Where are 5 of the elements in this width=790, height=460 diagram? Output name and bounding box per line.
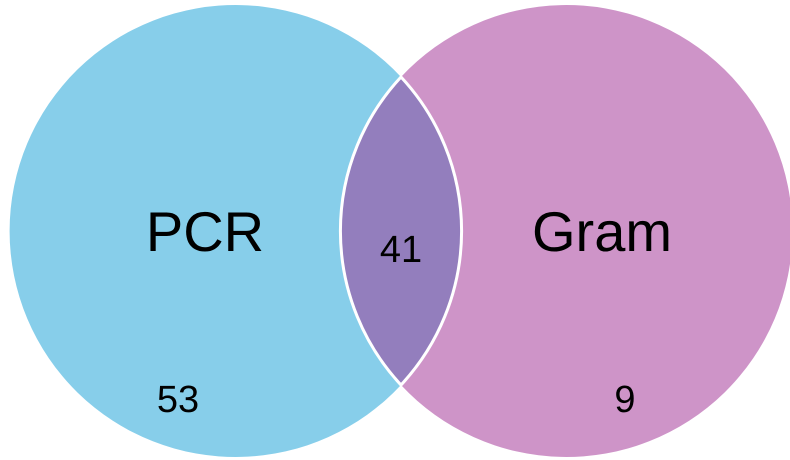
- main-label: Gram: [532, 204, 672, 260]
- main-label: PCR: [146, 204, 264, 260]
- count-label: 53: [156, 381, 200, 419]
- count-label: 41: [380, 231, 422, 269]
- count-label: 9: [614, 381, 636, 419]
